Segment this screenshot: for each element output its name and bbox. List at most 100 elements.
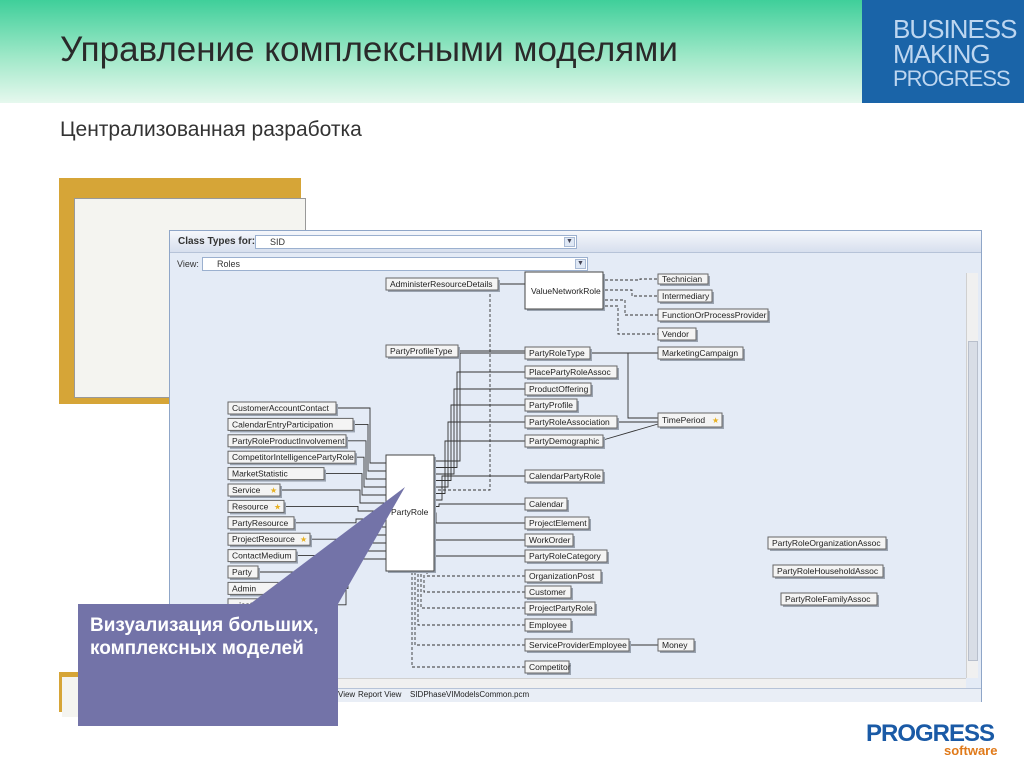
left-node[interactable]: Service★ xyxy=(227,483,282,498)
horizontal-scrollbar[interactable] xyxy=(170,678,966,688)
node-label: CustomerAccountContact xyxy=(232,403,329,413)
node-label: ProductOffering xyxy=(529,384,589,394)
class-types-label: Class Types for: xyxy=(178,236,256,247)
class-types-select[interactable]: SID ▼ xyxy=(255,235,577,249)
tab-report-view[interactable]: Report View xyxy=(358,690,402,699)
top-node[interactable]: Money xyxy=(657,638,696,653)
top-node[interactable]: MarketingCampaign xyxy=(657,346,745,361)
left-node[interactable]: CompetitorIntelligencePartyRole xyxy=(227,450,357,466)
top-node[interactable]: TimePeriod★ xyxy=(657,412,724,429)
node-label: Competitor xyxy=(529,662,571,672)
chevron-down-icon[interactable]: ▼ xyxy=(564,237,575,247)
tab-model-file[interactable]: SIDPhaseVIModelsCommon.pcm xyxy=(410,690,530,699)
class-types-value: SID xyxy=(270,237,286,247)
node-label: MarketingCampaign xyxy=(662,348,738,358)
view-label: View: xyxy=(177,259,199,269)
node-label: FunctionOrProcessProvider xyxy=(662,310,767,320)
node-label: Vendor xyxy=(662,329,689,339)
slide-title: Управление комплексными моделями xyxy=(60,30,678,69)
far-right-node[interactable]: PartyRoleOrganizationAssoc xyxy=(767,536,888,551)
callout-pointer xyxy=(250,487,405,604)
scrollbar-thumb[interactable] xyxy=(968,341,978,661)
slide-subtitle: Централизованная разработка xyxy=(60,118,362,141)
right-node[interactable]: OrganizationPost xyxy=(524,569,603,584)
header-band: Управление комплексными моделями xyxy=(0,0,862,103)
brand-line-3: PROGRESS xyxy=(893,66,1011,91)
right-node[interactable]: WorkOrder xyxy=(524,533,575,548)
left-node[interactable]: PartyRoleProductInvolvement xyxy=(227,434,348,449)
node-label: PartyRoleAssociation xyxy=(529,417,610,427)
node-label: CalendarPartyRole xyxy=(529,471,601,481)
far-right-node[interactable]: PartyRoleFamilyAssoc xyxy=(780,592,879,607)
left-node[interactable]: PartyResource xyxy=(227,516,296,531)
left-node[interactable]: Resource ★ xyxy=(227,499,286,515)
progress-software-label: software xyxy=(944,743,998,758)
node-label: PartyRoleType xyxy=(529,348,585,358)
right-node[interactable]: Employee xyxy=(524,618,573,633)
node-label: WorkOrder xyxy=(529,535,571,545)
right-node[interactable]: CalendarPartyRole xyxy=(524,469,605,484)
node-label: Intermediary xyxy=(662,291,710,301)
node-label: Party xyxy=(232,567,253,577)
callout-box: Визуализация больших, комплексных моделе… xyxy=(78,604,338,726)
right-node[interactable]: PartyDemographic xyxy=(524,434,605,449)
node-label: Money xyxy=(662,640,688,650)
top-node[interactable]: PartyProfileType xyxy=(385,344,460,359)
left-node[interactable]: ProjectResource★ xyxy=(227,532,312,548)
editor-tabs: View Report View SIDPhaseVIModelsCommon.… xyxy=(170,688,981,702)
view-select[interactable]: Roles ▼ xyxy=(202,257,588,271)
star-icon: ★ xyxy=(300,535,307,544)
progress-logo: PROGRESS xyxy=(866,720,995,747)
right-node[interactable]: PartyRoleCategory xyxy=(524,549,609,564)
value-network-node[interactable]: ValueNetworkRole xyxy=(524,271,605,311)
right-node[interactable]: ProductOffering xyxy=(524,382,593,397)
top-node[interactable]: Intermediary xyxy=(657,289,714,304)
right-node[interactable]: PartyProfile xyxy=(524,398,579,413)
node-label: PartyResource xyxy=(232,518,288,528)
star-icon: ★ xyxy=(274,502,281,511)
right-node[interactable]: PlacePartyRoleAssoc xyxy=(524,365,619,380)
right-node[interactable]: PartyRoleAssociation xyxy=(524,415,619,430)
left-node[interactable]: CalendarEntryParticipation xyxy=(227,417,355,433)
node-label: PartyRoleProductInvolvement xyxy=(232,436,345,446)
node-label: PartyProfile xyxy=(529,400,573,410)
vertical-scrollbar[interactable] xyxy=(966,273,978,678)
right-node[interactable]: Competitor xyxy=(524,660,571,675)
chevron-down-icon[interactable]: ▼ xyxy=(575,259,586,269)
tab-view[interactable]: View xyxy=(338,690,356,699)
node-label: ProjectElement xyxy=(529,518,587,528)
right-node[interactable]: ProjectPartyRole xyxy=(524,601,597,616)
node-label: CompetitorIntelligencePartyRole xyxy=(232,452,354,462)
window-toolbar: Class Types for: SID ▼ xyxy=(170,231,981,253)
left-node[interactable]: ContactMedium xyxy=(227,549,298,564)
top-node[interactable]: FunctionOrProcessProvider xyxy=(657,308,770,323)
right-node[interactable]: ProjectElement xyxy=(524,516,591,531)
node-label: Resource xyxy=(232,501,269,511)
top-node[interactable]: Vendor xyxy=(657,327,698,342)
top-node[interactable]: AdministerResourceDetails xyxy=(385,277,500,292)
center-node[interactable]: PartyRole xyxy=(385,454,436,573)
right-node[interactable]: Customer xyxy=(524,585,573,600)
node-label: ValueNetworkRole xyxy=(531,286,601,296)
left-node[interactable]: Party xyxy=(227,565,260,580)
left-node[interactable]: CustomerAccountContact xyxy=(227,401,338,416)
brand-line-2: MAKING xyxy=(893,39,991,69)
top-node[interactable]: Technician xyxy=(657,273,710,286)
right-node[interactable]: Calendar xyxy=(524,497,569,512)
node-label: PartyRoleCategory xyxy=(529,551,602,561)
node-label: MarketStatistic xyxy=(232,469,288,479)
node-label: PartyRoleHouseholdAssoc xyxy=(777,566,879,576)
right-node[interactable]: ServiceProviderEmployee xyxy=(524,638,631,653)
node-label: ServiceProviderEmployee xyxy=(529,640,627,650)
node-label: ProjectPartyRole xyxy=(529,603,593,613)
star-icon: ★ xyxy=(712,416,719,425)
node-label: Calendar xyxy=(529,499,564,509)
node-label: PlacePartyRoleAssoc xyxy=(529,367,611,377)
node-label: CalendarEntryParticipation xyxy=(232,419,333,429)
far-right-node[interactable]: PartyRoleHouseholdAssoc xyxy=(772,564,885,579)
star-icon: ★ xyxy=(270,486,277,495)
node-label: Admin xyxy=(232,583,256,593)
left-node[interactable]: MarketStatistic xyxy=(227,467,326,482)
right-node[interactable]: PartyRoleType xyxy=(524,346,592,361)
